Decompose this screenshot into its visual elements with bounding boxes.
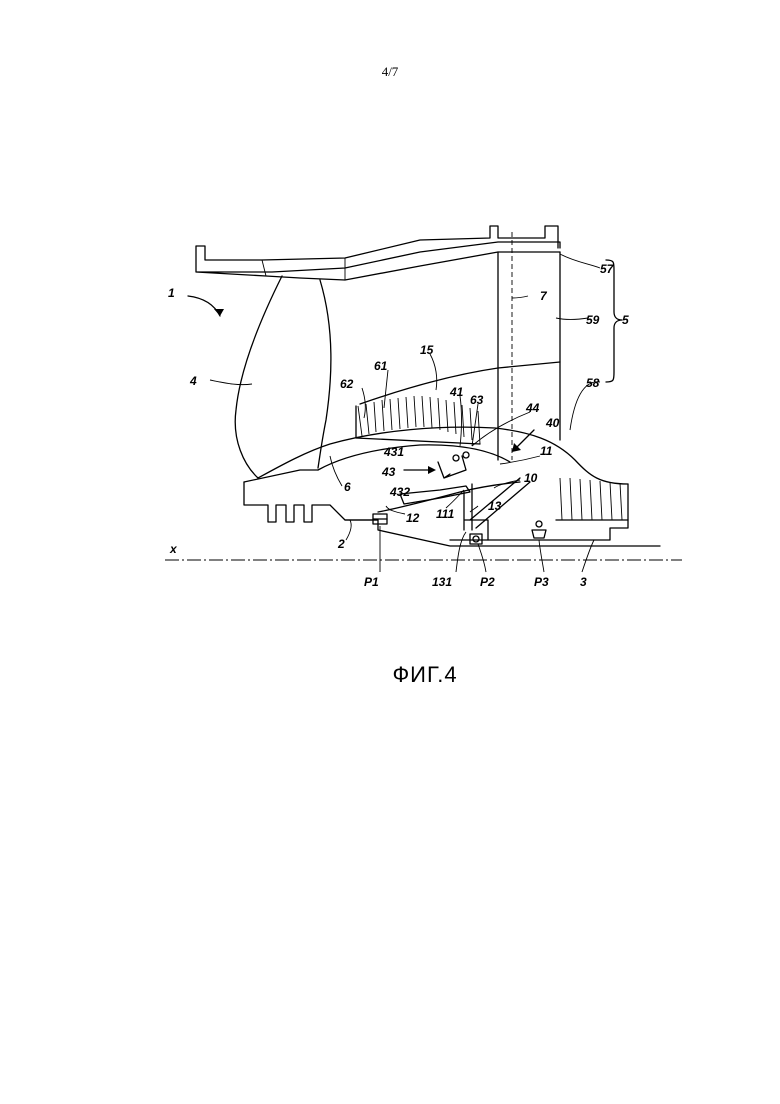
fan-hub <box>244 482 378 522</box>
label-63: 63 <box>470 393 484 407</box>
fan-blade <box>235 276 331 478</box>
figure-caption: ФИГ.4 <box>0 662 780 688</box>
label-431: 431 <box>383 445 404 459</box>
label-40: 40 <box>545 416 560 430</box>
blade-row-right <box>560 478 622 520</box>
label-15: 15 <box>420 343 434 357</box>
label-10: 10 <box>524 471 538 485</box>
label-x: x <box>169 542 178 556</box>
label-61: 61 <box>374 359 388 373</box>
label-57: 57 <box>600 262 615 276</box>
label-13: 13 <box>488 499 502 513</box>
label-11: 11 <box>540 444 553 458</box>
bearing-P2 <box>470 534 482 544</box>
label-7: 7 <box>540 289 548 303</box>
label-4: 4 <box>189 374 197 388</box>
label-62: 62 <box>340 377 354 391</box>
label-44: 44 <box>525 401 540 415</box>
label-111: 111 <box>436 507 455 521</box>
label-P2: P2 <box>480 575 495 589</box>
arrow-1 <box>188 296 220 316</box>
label-P3: P3 <box>534 575 549 589</box>
label-58: 58 <box>586 376 600 390</box>
label-6: 6 <box>344 480 351 494</box>
label-59: 59 <box>586 313 600 327</box>
shaft <box>345 520 660 546</box>
component-43 <box>438 456 466 478</box>
label-3: 3 <box>580 575 587 589</box>
label-41: 41 <box>449 385 464 399</box>
label-43: 43 <box>381 465 396 479</box>
label-12: 12 <box>406 511 420 525</box>
label-5: 5 <box>622 313 629 327</box>
outer-casing <box>196 226 560 280</box>
bearing-P3 <box>532 521 546 538</box>
label-2: 2 <box>337 537 345 551</box>
bearing-P1 <box>373 514 387 524</box>
label-1: 1 <box>168 286 175 300</box>
label-P1: P1 <box>364 575 379 589</box>
label-432: 432 <box>389 485 410 499</box>
label-131: 131 <box>432 575 452 589</box>
bracket-5 <box>606 260 622 382</box>
